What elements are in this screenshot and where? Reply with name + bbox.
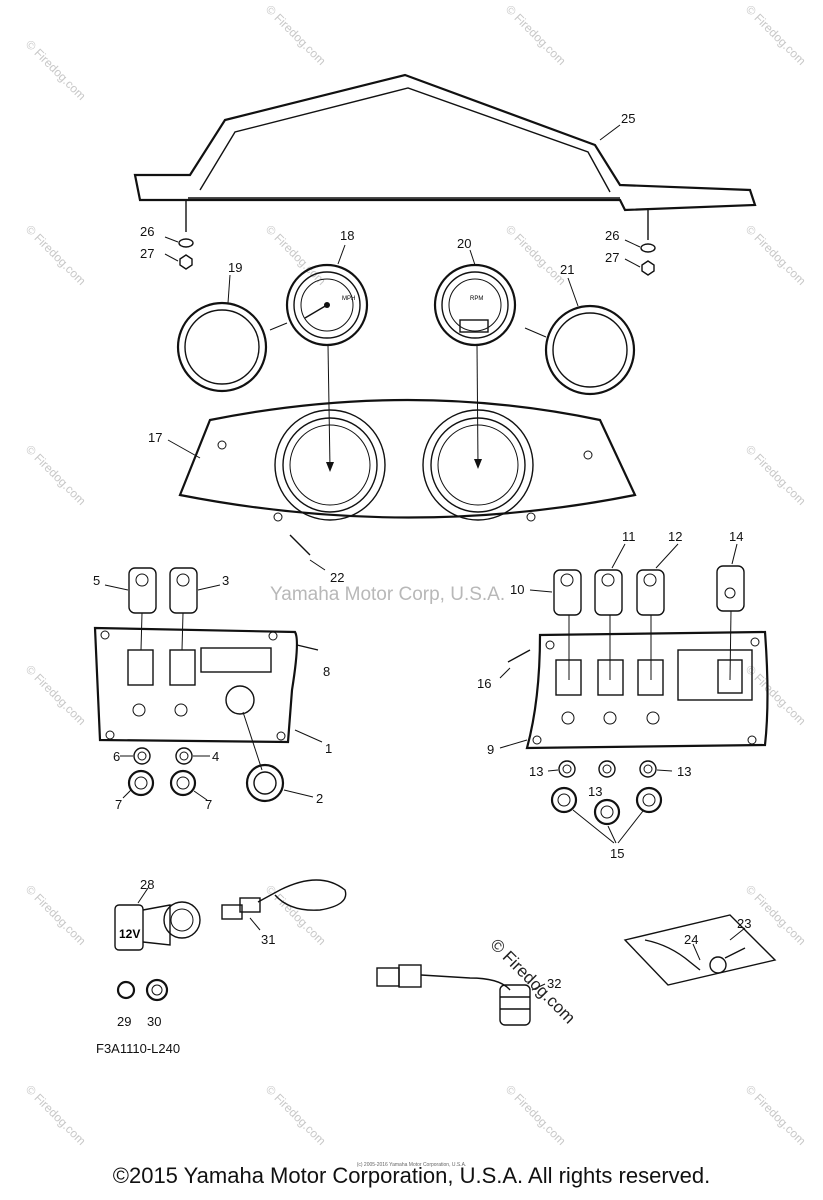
callout-3: 3 — [222, 573, 229, 588]
part-31-harness — [221, 879, 347, 931]
tile-watermark: © Firedog.com — [23, 1082, 89, 1148]
part-28-power-socket: 12V — [114, 887, 201, 1002]
right-switch-panel — [499, 543, 769, 844]
tile-watermark: © Firedog.com — [743, 2, 809, 68]
callout-12: 12 — [668, 529, 682, 544]
socket-12v-label: 12V — [119, 927, 140, 941]
callout-26: 26 — [605, 228, 619, 243]
tile-watermark: © Firedog.com — [263, 1082, 329, 1148]
callout-18: 18 — [340, 228, 354, 243]
tile-watermark: © Firedog.com — [503, 222, 569, 288]
tile-watermark: © Firedog.com — [263, 222, 329, 288]
callout-28: 28 — [140, 877, 154, 892]
callout-16: 16 — [477, 676, 491, 691]
callout-20: 20 — [457, 236, 471, 251]
callout-32: 32 — [547, 976, 561, 991]
callout-19: 19 — [228, 260, 242, 275]
callout-29: 29 — [117, 1014, 131, 1029]
callout-15: 15 — [610, 846, 624, 861]
part-code: F3A1110-L240 — [96, 1041, 181, 1056]
callout-13: 13 — [529, 764, 543, 779]
part-18-speedometer: MPH — [285, 244, 369, 347]
left-switch-panel — [93, 567, 323, 803]
part-17-gauge-panel — [167, 398, 637, 571]
callout-8: 8 — [323, 664, 330, 679]
part-20-tachometer: RPM — [433, 249, 517, 347]
callout-7: 7 — [205, 797, 212, 812]
callout-5: 5 — [93, 573, 100, 588]
washers-nuts — [164, 236, 656, 276]
tile-watermark: © Firedog.com — [743, 662, 809, 728]
tile-watermark: © Firedog.com — [743, 222, 809, 288]
tile-watermark: © Firedog.com — [263, 2, 329, 68]
callout-13: 13 — [677, 764, 691, 779]
callout-23: 23 — [737, 916, 751, 931]
callout-6: 6 — [113, 749, 120, 764]
part-19-bezel-ring — [176, 274, 288, 393]
callout-4: 4 — [212, 749, 219, 764]
callout-24: 24 — [684, 932, 698, 947]
tile-watermark: © Firedog.com — [23, 222, 89, 288]
speedometer-unit: MPH — [342, 296, 355, 302]
callout-17: 17 — [148, 430, 162, 445]
tile-watermark: © Firedog.com — [503, 1082, 569, 1148]
tiny-copyright-note: (c) 2005-2016 Yamaha Motor Corporation, … — [356, 1162, 467, 1168]
callout-2: 2 — [316, 791, 323, 806]
tile-watermark: © Firedog.com — [23, 662, 89, 728]
center-watermark: Yamaha Motor Corp, U.S.A. — [270, 584, 506, 605]
callout-13: 13 — [588, 784, 602, 799]
callout-26: 26 — [140, 224, 154, 239]
callout-22: 22 — [330, 570, 344, 585]
tile-watermark: © Firedog.com — [743, 442, 809, 508]
callout-10: 10 — [510, 582, 524, 597]
callout-9: 9 — [487, 742, 494, 757]
tile-watermark: © Firedog.com — [23, 442, 89, 508]
callout-27: 27 — [140, 246, 154, 261]
tachometer-unit: RPM — [470, 296, 483, 302]
copyright-footer: ©2015 Yamaha Motor Corporation, U.S.A. A… — [112, 1163, 711, 1188]
part-23-switch-kit — [623, 914, 777, 986]
callout-30: 30 — [147, 1014, 161, 1029]
tile-watermark: © Firedog.com — [23, 882, 89, 948]
part-32-cable — [376, 964, 546, 1026]
callout-1: 1 — [325, 741, 332, 756]
assembly-arrows-gauges — [326, 344, 482, 472]
callout-14: 14 — [729, 529, 743, 544]
part-25-visor — [133, 73, 757, 240]
tile-watermark: © Firedog.com — [743, 1082, 809, 1148]
tile-watermark: © Firedog.com — [23, 37, 89, 103]
part-21-bezel-ring — [524, 277, 636, 396]
callout-25: 25 — [621, 111, 635, 126]
callout-31: 31 — [261, 932, 275, 947]
callouts: 25 26 27 26 27 18 20 19 21 17 22 5 3 8 1… — [93, 111, 751, 1029]
callout-7: 7 — [115, 797, 122, 812]
tile-watermark: © Firedog.com — [503, 2, 569, 68]
callout-27: 27 — [605, 250, 619, 265]
callout-11: 11 — [622, 529, 636, 544]
callout-21: 21 — [560, 262, 574, 277]
